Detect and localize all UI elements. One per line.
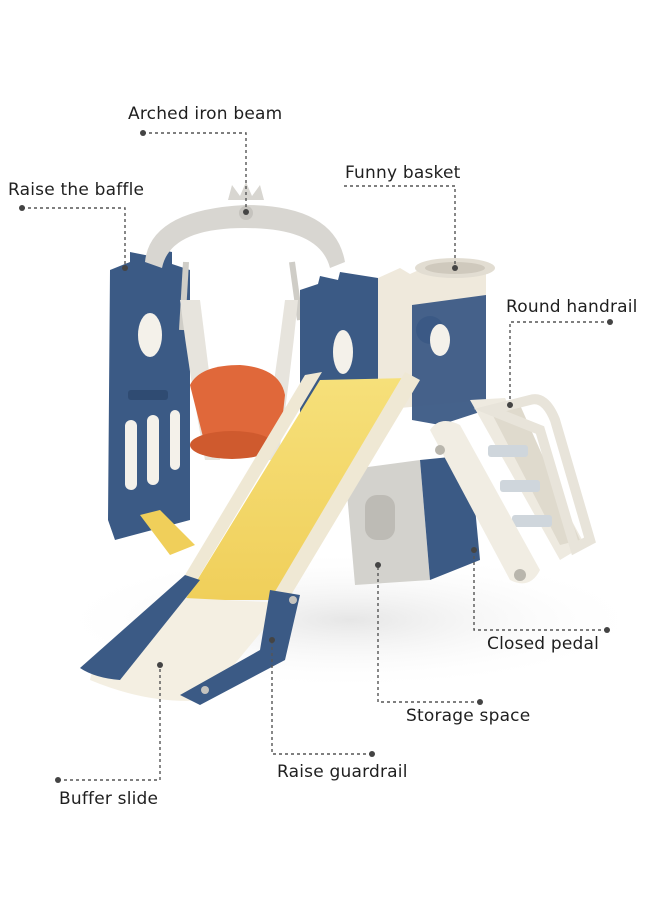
slide-side-left	[80, 575, 200, 680]
leader-lines	[22, 132, 610, 781]
label-buffer-slide: Buffer slide	[59, 789, 159, 809]
ladder	[430, 394, 596, 584]
label-closed-pedal: Closed pedal	[487, 634, 600, 654]
leader-dots	[19, 130, 613, 783]
label-raise-guardrail: Raise guardrail	[277, 762, 408, 782]
label-funny-basket: Funny basket	[345, 163, 461, 183]
swing-seat	[190, 365, 285, 459]
left-baffle-panel	[108, 248, 190, 540]
label-arched-iron-beam: Arched iron beam	[128, 104, 283, 124]
round-handrail	[473, 394, 596, 556]
label-raise-the-baffle: Raise the baffle	[8, 180, 145, 200]
arched-iron-beam	[145, 182, 345, 268]
right-tower	[378, 258, 495, 425]
label-storage-space: Storage space	[406, 706, 531, 726]
closed-pedal-rail	[430, 421, 540, 584]
label-round-handrail: Round handrail	[506, 297, 638, 317]
small-step	[140, 510, 195, 555]
buffer-slide	[80, 372, 420, 705]
raise-guardrail-panel	[180, 590, 300, 705]
